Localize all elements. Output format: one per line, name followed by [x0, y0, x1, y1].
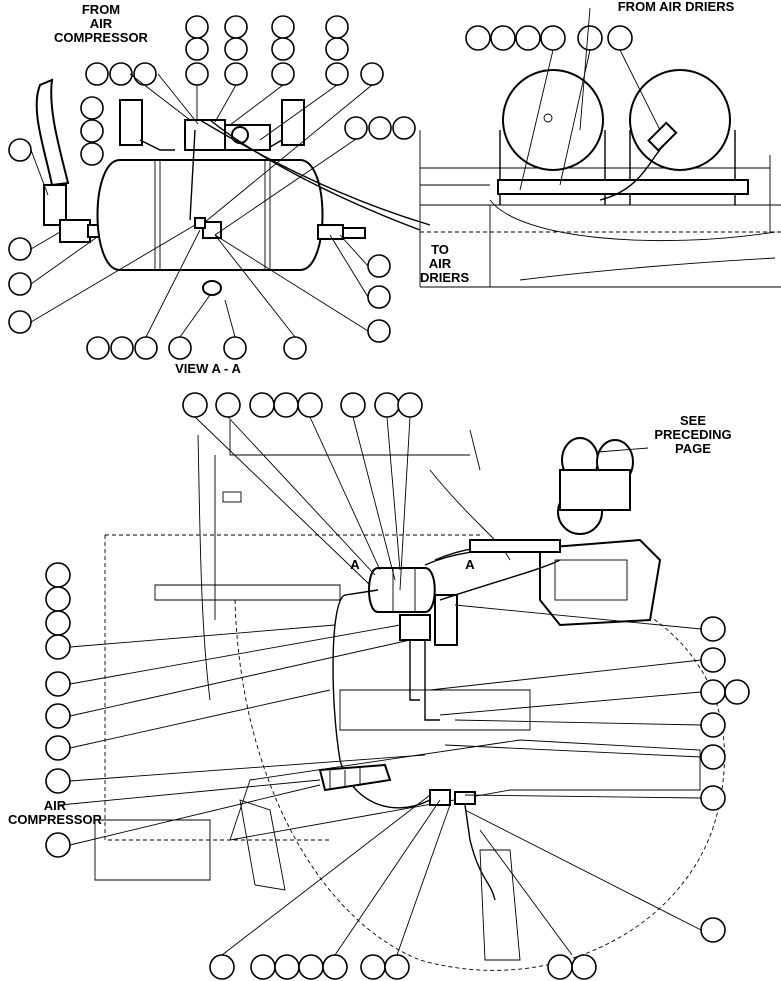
- callout-balloon[interactable]: [45, 671, 71, 697]
- callout-balloon[interactable]: [700, 679, 726, 705]
- callout-balloon[interactable]: [109, 62, 133, 86]
- callout-balloon[interactable]: [134, 336, 158, 360]
- callout-balloon[interactable]: [700, 616, 726, 642]
- section-a-marker-left: A: [350, 557, 360, 572]
- callout-balloon[interactable]: [80, 142, 104, 166]
- callout-balloon[interactable]: [45, 703, 71, 729]
- callout-balloon[interactable]: [577, 25, 603, 51]
- callout-balloon[interactable]: [133, 62, 157, 86]
- callout-balloon[interactable]: [325, 37, 349, 61]
- callout-balloon[interactable]: [392, 116, 416, 140]
- callout-balloon[interactable]: [700, 785, 726, 811]
- callout-balloon[interactable]: [325, 62, 349, 86]
- callout-balloon[interactable]: [86, 336, 110, 360]
- callout-balloon[interactable]: [465, 25, 491, 51]
- callout-balloon[interactable]: [45, 586, 71, 612]
- callout-balloon[interactable]: [344, 116, 368, 140]
- callout-balloon[interactable]: [182, 392, 208, 418]
- callout-balloon[interactable]: [700, 744, 726, 770]
- callout-balloon[interactable]: [490, 25, 516, 51]
- callout-balloon[interactable]: [340, 392, 366, 418]
- callout-balloon[interactable]: [185, 62, 209, 86]
- callout-balloon[interactable]: [325, 15, 349, 39]
- callout-balloon[interactable]: [45, 735, 71, 761]
- callout-balloon[interactable]: [168, 336, 192, 360]
- callout-balloon[interactable]: [85, 62, 109, 86]
- callout-balloon[interactable]: [298, 954, 324, 980]
- top-right-tank-view: [419, 69, 781, 288]
- callout-balloon[interactable]: [384, 954, 410, 980]
- callout-balloon[interactable]: [367, 285, 391, 309]
- callout-balloon[interactable]: [271, 15, 295, 39]
- callout-balloon[interactable]: [700, 917, 726, 943]
- callout-balloon[interactable]: [700, 712, 726, 738]
- callout-balloons-lower: [45, 392, 750, 980]
- callout-balloon[interactable]: [45, 832, 71, 858]
- callout-balloon[interactable]: [224, 62, 248, 86]
- view-a-a-label: VIEW A - A: [175, 361, 241, 376]
- callout-balloon[interactable]: [607, 25, 633, 51]
- callout-balloon[interactable]: [274, 954, 300, 980]
- callout-balloon[interactable]: [283, 336, 307, 360]
- callout-balloon[interactable]: [700, 647, 726, 673]
- callout-balloon[interactable]: [45, 768, 71, 794]
- callout-balloon[interactable]: [8, 237, 32, 261]
- callout-balloon[interactable]: [571, 954, 597, 980]
- callout-balloon[interactable]: [273, 392, 299, 418]
- callout-balloon[interactable]: [224, 15, 248, 39]
- callout-balloon[interactable]: [360, 954, 386, 980]
- callout-balloon[interactable]: [185, 37, 209, 61]
- callout-balloon[interactable]: [271, 62, 295, 86]
- callout-balloon[interactable]: [110, 336, 134, 360]
- callout-balloon[interactable]: [367, 254, 391, 278]
- from-air-compressor-label: FROM AIR COMPRESSOR: [54, 2, 148, 45]
- callout-balloon[interactable]: [297, 392, 323, 418]
- view-a-a-tank-assembly: [35, 78, 431, 296]
- callout-balloon[interactable]: [547, 954, 573, 980]
- callout-balloon[interactable]: [185, 15, 209, 39]
- callout-balloon[interactable]: [45, 562, 71, 588]
- vehicle-chassis-view: [94, 420, 725, 971]
- callout-balloon[interactable]: [8, 138, 32, 162]
- callout-balloon[interactable]: [397, 392, 423, 418]
- callout-balloon[interactable]: [80, 119, 104, 143]
- see-preceding-page-label: SEE PRECEDING PAGE: [654, 413, 732, 456]
- callout-balloon[interactable]: [45, 634, 71, 660]
- callout-balloons-top-right: [465, 7, 661, 191]
- callout-balloon[interactable]: [215, 392, 241, 418]
- callout-balloon[interactable]: [368, 116, 392, 140]
- callout-balloon[interactable]: [271, 37, 295, 61]
- callout-balloon[interactable]: [367, 319, 391, 343]
- callout-balloon[interactable]: [45, 610, 71, 636]
- callout-balloon[interactable]: [8, 272, 32, 296]
- callout-balloon[interactable]: [374, 392, 400, 418]
- callout-balloon[interactable]: [322, 954, 348, 980]
- callout-balloon[interactable]: [8, 310, 32, 334]
- callout-balloon[interactable]: [249, 392, 275, 418]
- callout-balloon[interactable]: [223, 336, 247, 360]
- from-air-driers-label: FROM AIR DRIERS: [617, 0, 735, 14]
- callout-balloon[interactable]: [209, 954, 235, 980]
- callout-balloon[interactable]: [360, 62, 384, 86]
- section-a-marker-right: A: [465, 557, 475, 572]
- to-air-driers-label: TO AIR DRIERS: [420, 242, 470, 285]
- air-compressor-label: AIR COMPRESSOR: [8, 798, 102, 827]
- callout-balloon[interactable]: [515, 25, 541, 51]
- callout-balloon[interactable]: [724, 679, 750, 705]
- callout-balloon[interactable]: [250, 954, 276, 980]
- callout-balloon[interactable]: [224, 37, 248, 61]
- callout-balloon[interactable]: [80, 96, 104, 120]
- callout-balloon[interactable]: [540, 25, 566, 51]
- callout-balloons-view-a: [8, 15, 416, 360]
